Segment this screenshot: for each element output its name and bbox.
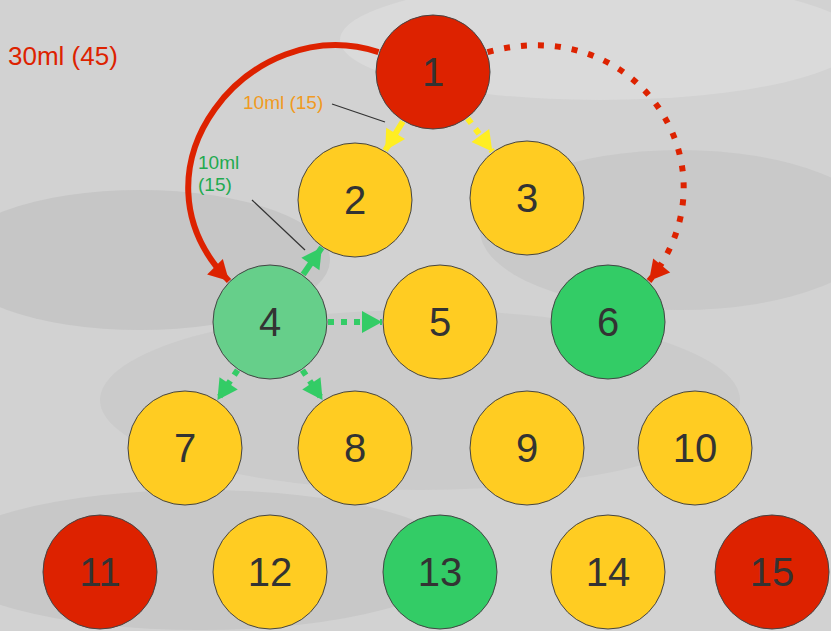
circle-shape (213, 265, 327, 379)
circle-shape (298, 143, 412, 257)
circle-shape (43, 515, 157, 629)
cup-number: 13 (418, 552, 463, 592)
edge-label: 10ml (15) (243, 92, 323, 114)
circle-shape (376, 15, 490, 129)
cup-number: 1 (422, 52, 444, 92)
leader-line (252, 200, 305, 250)
circle-shape (715, 515, 829, 629)
cup-circle: 9 (469, 390, 585, 506)
pour-arrow (217, 370, 237, 400)
edge-label: 30ml (45) (8, 42, 118, 72)
edge-label: 10ml (15) (198, 152, 256, 196)
pour-arrow (302, 370, 322, 400)
cup-number: 2 (344, 180, 366, 220)
arrow-head (207, 259, 229, 281)
cup-number: 7 (174, 428, 196, 468)
arrow-line (302, 370, 322, 400)
arrow-head (385, 128, 405, 151)
cup-number: 8 (344, 428, 366, 468)
cup-number: 12 (248, 552, 293, 592)
circle-shape (551, 265, 665, 379)
arrow-head (472, 129, 493, 152)
pour-arrow (468, 118, 493, 151)
arrow-head (649, 259, 670, 281)
circle-shape (638, 391, 752, 505)
cup-circle: 5 (382, 264, 498, 380)
cup-circle: 3 (469, 140, 585, 256)
cup-circle: 10 (637, 390, 753, 506)
cup-circle: 15 (714, 514, 830, 630)
circle-shape (298, 391, 412, 505)
circle-shape (213, 515, 327, 629)
circle-shape (383, 515, 497, 629)
circle-shape (551, 515, 665, 629)
cup-number: 9 (516, 428, 538, 468)
cup-circle: 7 (127, 390, 243, 506)
circle-shape (470, 391, 584, 505)
circle-shape (383, 265, 497, 379)
cup-number: 14 (586, 552, 631, 592)
cup-number: 3 (516, 178, 538, 218)
cup-circle: 4 (212, 264, 328, 380)
cup-circle: 6 (550, 264, 666, 380)
circle-shape (128, 391, 242, 505)
cup-circle: 13 (382, 514, 498, 630)
pour-arrow (385, 122, 405, 151)
cup-circle: 2 (297, 142, 413, 258)
cup-circle: 1 (375, 14, 491, 130)
cup-number: 11 (79, 552, 121, 592)
arrow-head (302, 377, 322, 400)
cup-circle: 11 (42, 514, 158, 630)
circle-shape (470, 141, 584, 255)
cup-number: 15 (750, 552, 795, 592)
cup-number: 5 (429, 302, 451, 342)
arrow-head (301, 248, 321, 271)
cup-number: 4 (259, 302, 281, 342)
arrow-line (217, 370, 237, 400)
arrow-head (362, 311, 382, 333)
arrow-line (468, 118, 493, 151)
pour-arrow (328, 311, 382, 333)
cup-number: 6 (597, 302, 619, 342)
cup-number: 10 (673, 428, 718, 468)
cup-circle: 8 (297, 390, 413, 506)
cup-circle: 14 (550, 514, 666, 630)
pour-arrow (301, 248, 321, 275)
cup-circle: 12 (212, 514, 328, 630)
leader-line (332, 104, 385, 122)
arrow-head (217, 377, 237, 400)
